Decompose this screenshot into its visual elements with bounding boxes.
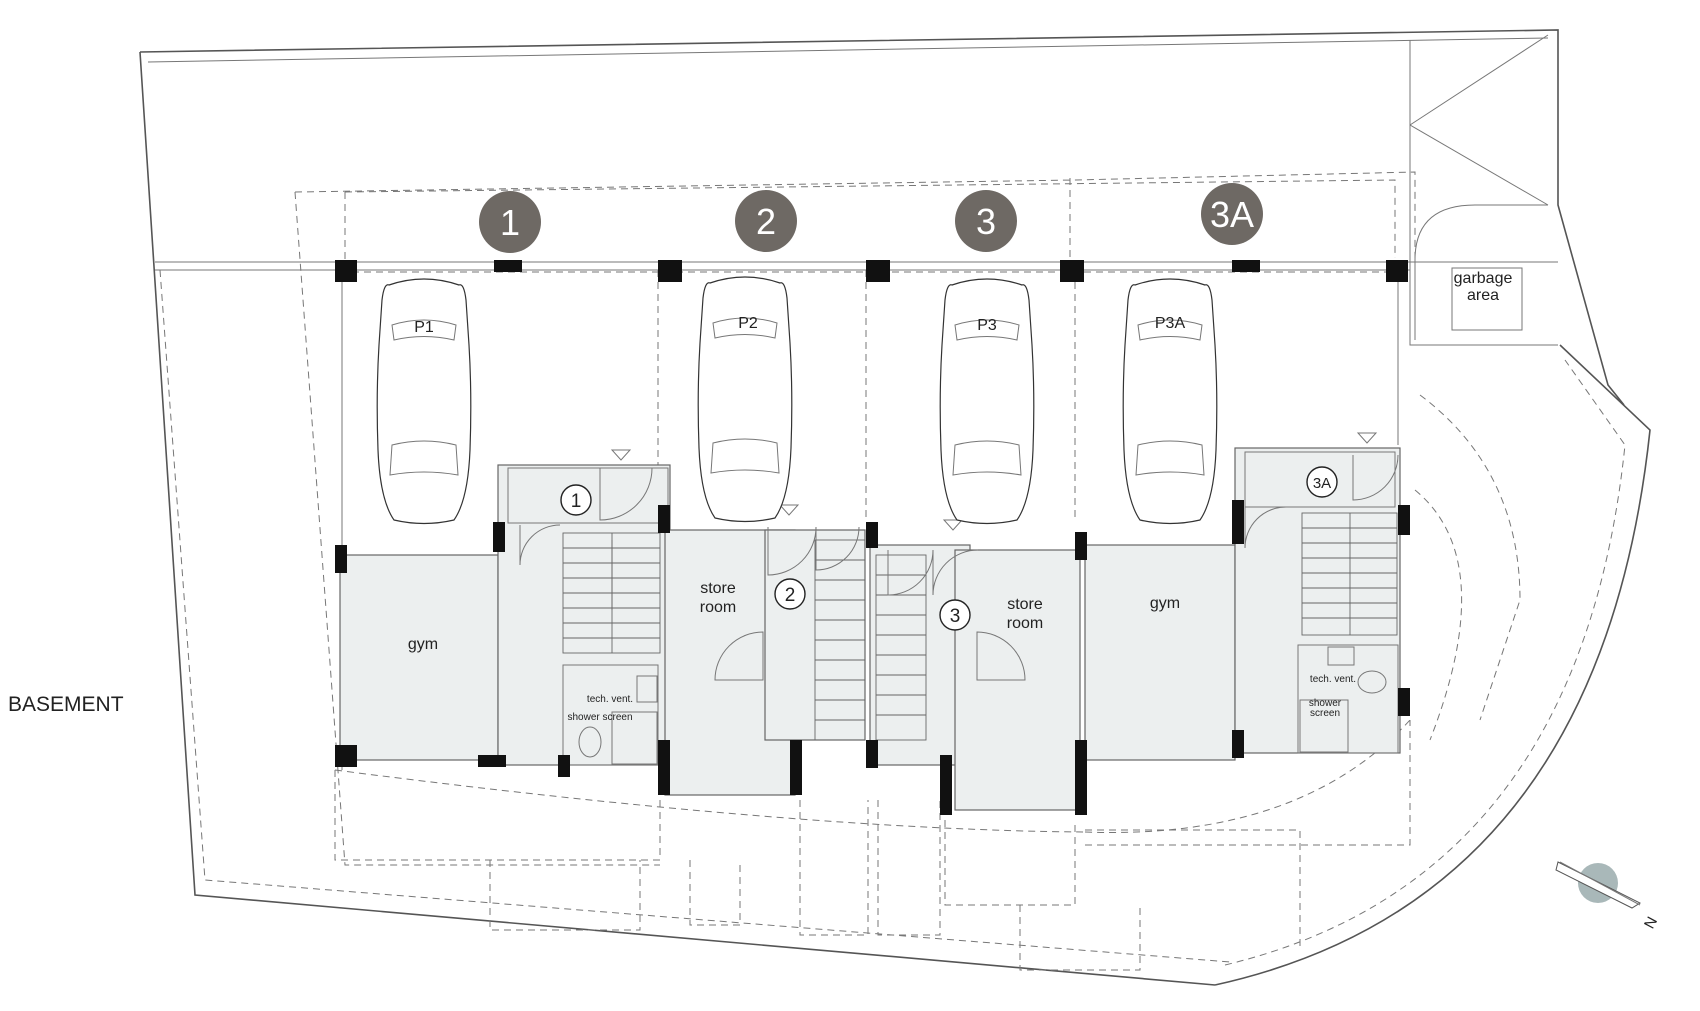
stairs <box>562 512 1398 741</box>
garbage-area-label-2: area <box>1467 287 1499 304</box>
unit-badge-3a-label: 3A <box>1210 194 1254 235</box>
parking-labels: P1 P2 P3 P3A <box>414 315 1185 336</box>
car-p1 <box>376 278 472 525</box>
parking-label-p3: P3 <box>977 317 997 334</box>
store-room-left-label-1: store <box>700 580 736 597</box>
unit-badge-2 <box>735 190 797 252</box>
plan-title: BASEMENT <box>8 693 124 716</box>
stair-core-3a <box>1234 447 1401 754</box>
shower-right-label-1: shower <box>1309 698 1342 709</box>
gym-left-label: gym <box>408 636 438 653</box>
car-p3a <box>1122 278 1218 525</box>
parking-label-p3a: P3A <box>1155 315 1186 332</box>
small-unit-3a <box>1306 466 1338 498</box>
columns <box>335 260 1410 815</box>
north-needle-icon <box>1555 861 1642 909</box>
site-boundary <box>139 29 1651 986</box>
room-labels: gym gym store room store room garbage ar… <box>408 270 1513 723</box>
shower-left-label: shower screen <box>567 712 632 723</box>
store-room-right-label-1: store <box>1007 596 1043 613</box>
doors <box>519 432 1399 681</box>
shower-right-label-2: screen <box>1310 708 1340 719</box>
small-unit-1 <box>560 484 592 516</box>
gym-left-room <box>339 554 499 761</box>
gym-right-label: gym <box>1150 595 1180 612</box>
unit-badge-2-label: 2 <box>756 201 776 242</box>
small-unit-2 <box>774 578 806 610</box>
upper-outline <box>294 171 1416 866</box>
small-unit-2-label: 2 <box>785 585 796 606</box>
store-room-right-label-2: room <box>1007 615 1043 632</box>
gym-right-room <box>1084 544 1236 761</box>
north-arrow: N <box>1555 861 1661 932</box>
unit-badges: 1 2 3 3A <box>479 183 1263 253</box>
unit-badge-3a <box>1201 183 1263 245</box>
store-room-left-label-2: room <box>700 599 736 616</box>
lower-outline <box>334 719 1411 971</box>
small-unit-1-label: 1 <box>571 491 582 512</box>
car-p2 <box>697 276 793 523</box>
parking-label-p2: P2 <box>738 315 758 332</box>
garbage-area-label-1: garbage <box>1454 270 1513 287</box>
small-unit-3 <box>939 599 971 631</box>
stair-core-1 <box>497 464 671 766</box>
car-p3 <box>939 278 1035 525</box>
cars <box>376 276 1218 525</box>
unit-badge-1-label: 1 <box>500 202 520 243</box>
unit-badge-3 <box>955 190 1017 252</box>
north-label: N <box>1641 914 1661 932</box>
tech-vent-left-label: tech. vent. <box>587 694 633 705</box>
tech-vent-right-label: tech. vent. <box>1310 674 1356 685</box>
parking-label-p1: P1 <box>414 319 434 336</box>
unit-badge-3-label: 3 <box>976 201 996 242</box>
small-unit-3a-label: 3A <box>1313 475 1331 492</box>
small-unit-3-label: 3 <box>950 606 961 627</box>
small-unit-markers: 1 2 3 3A <box>560 466 1338 631</box>
unit-badge-1 <box>479 191 541 253</box>
